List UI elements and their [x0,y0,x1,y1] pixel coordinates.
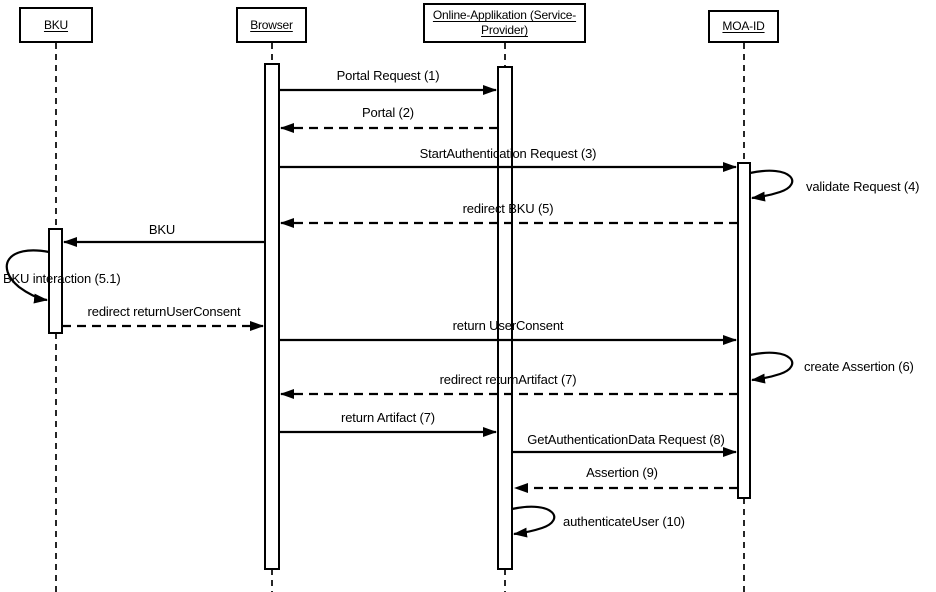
solid-arrows-group [63,85,737,457]
actor-label-browser: Browser [250,17,293,32]
self-loop-validate-request [749,169,794,202]
self-loops-group [5,169,794,538]
message-label-getauthenticationdata-request: GetAuthenticationData Request (8) [527,432,725,447]
actor-label-bku: BKU [43,17,69,32]
message-label-redirect-returnuserconsent: redirect returnUserConsent [87,304,241,319]
self-loop-create-assertion [749,351,794,384]
activation-bar-bku [48,228,63,334]
actor-box-bku: BKU [19,7,93,43]
message-label-return-userconsent: return UserConsent [452,318,564,333]
actor-box-moa-id: MOA-ID [708,10,779,43]
message-label-portal-request: Portal Request (1) [336,68,440,83]
activation-bar-browser [264,63,280,570]
message-label-assertion: Assertion (9) [586,465,658,480]
message-label-start-authentication-request: StartAuthentication Request (3) [419,146,597,161]
actor-label-online-app-line2: Provider) [481,23,528,37]
actor-box-online-app: Online-Applikation (Service- Provider) [423,3,586,43]
lifelines-group [55,43,745,592]
activation-bar-online-app [497,66,513,570]
actor-box-browser: Browser [236,7,307,43]
message-label-return-artifact: return Artifact (7) [341,410,435,425]
dashed-arrows-group [62,123,738,493]
message-label-authenticate-user: authenticateUser (10) [563,514,685,529]
actor-label-moa-id: MOA-ID [722,19,765,33]
message-label-redirect-returnartifact: redirect returnArtifact (7) [439,372,577,387]
message-label-validate-request: validate Request (4) [806,179,920,194]
activation-bar-moa-id [737,162,751,499]
message-label-bku-interaction: BKU interaction (5.1) [3,271,121,286]
actor-label-online-app-line1: Online-Applikation (Service- [432,8,577,22]
message-label-create-assertion: create Assertion (6) [804,359,914,374]
self-loop-authenticate-user [511,505,556,538]
self-loop-bku-interaction [5,249,50,304]
message-label-bku: BKU [148,222,176,237]
activation-bars-group [48,63,751,570]
message-label-portal: Portal (2) [362,105,414,120]
message-label-redirect-bku: redirect BKU (5) [462,201,554,216]
